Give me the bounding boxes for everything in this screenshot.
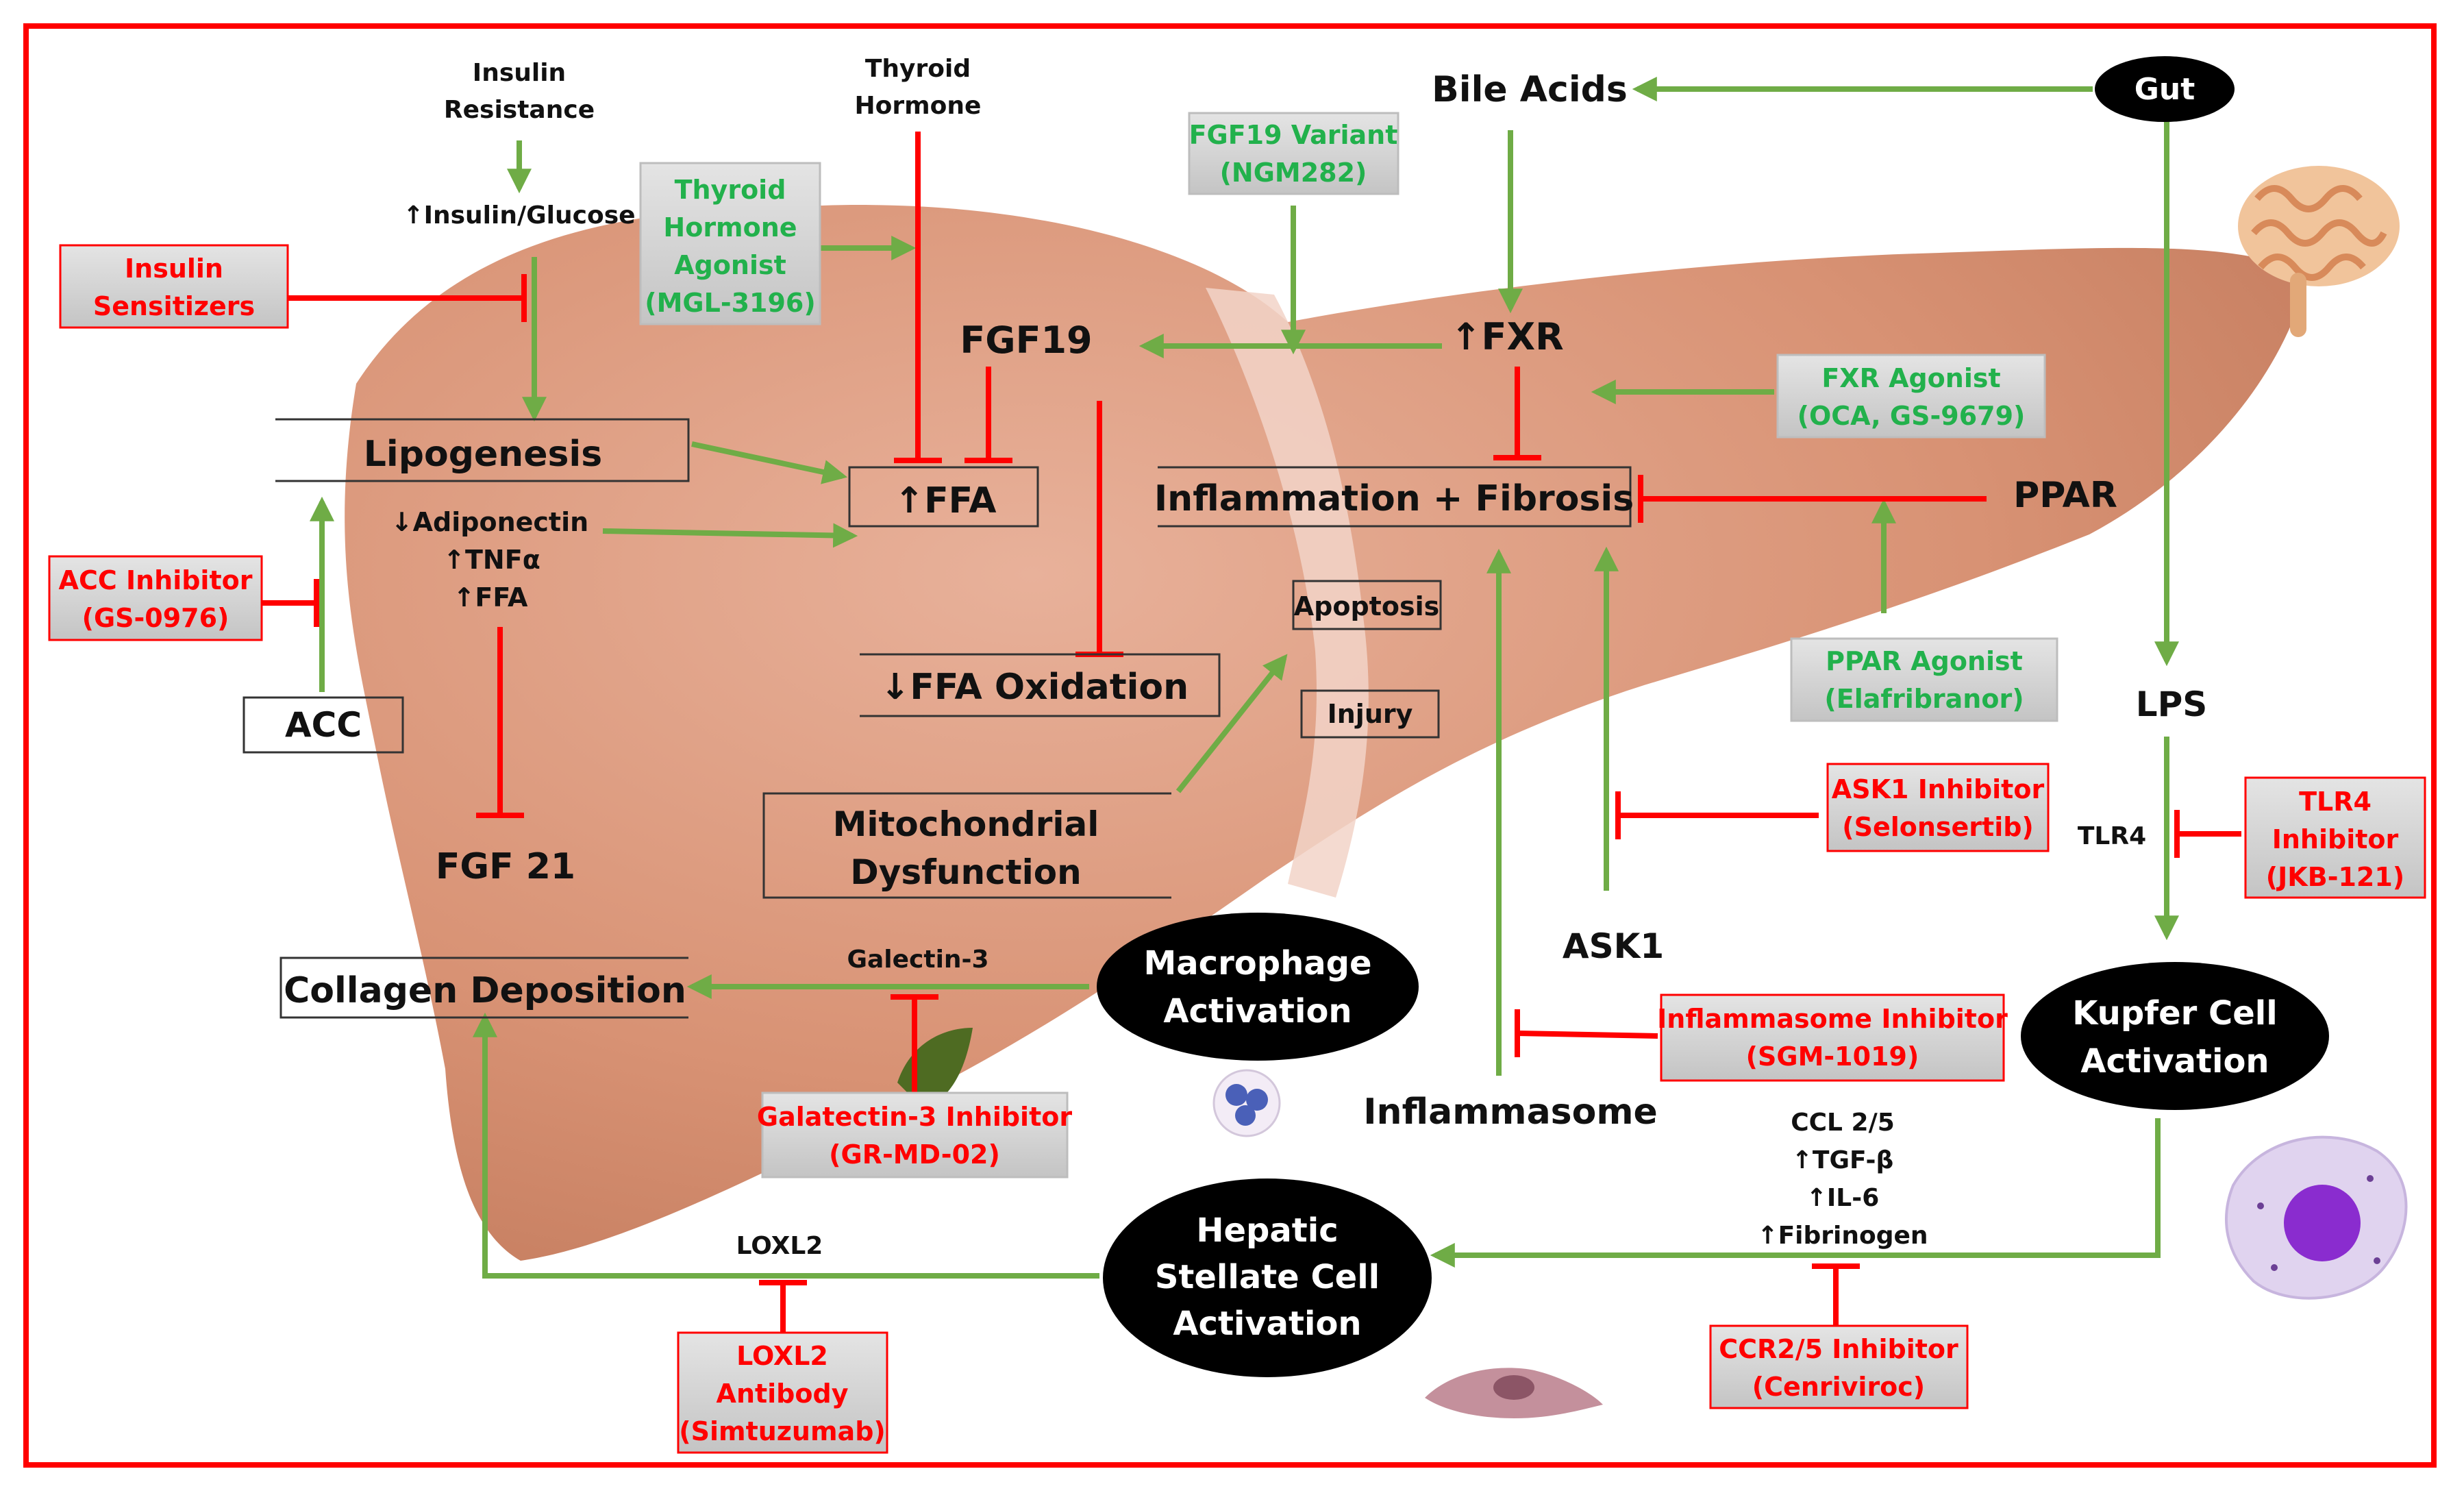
ellipse-nodes: [1097, 56, 2329, 1377]
ask1-label: ASK1: [1563, 926, 1664, 966]
fgf19-label: FGF19: [960, 319, 1092, 362]
fxr-agonist-label: FXR Agonist(OCA, GS-9679): [1797, 363, 2026, 431]
ppar-agonist-box: [1790, 637, 2058, 722]
fgf19-variant-box: [1188, 112, 1399, 195]
neutrophil-icon: [1212, 1069, 1281, 1137]
fxr-agonist-box: [1776, 354, 2046, 439]
loxl2-label: LOXL2: [736, 1232, 823, 1260]
hsc-node: [1103, 1179, 1432, 1377]
galectin3-label: Galectin-3: [847, 946, 988, 974]
ppar-label: PPAR: [2013, 475, 2117, 516]
liver-ligament: [1206, 288, 1369, 898]
gut-label: Gut: [2135, 72, 2195, 107]
ask1-inhibitor-label: ASK1 Inhibitor(Selonsertib): [1832, 774, 2045, 842]
fgf21-label: FGF 21: [436, 846, 575, 887]
thyroid-agonist-box: [639, 162, 821, 325]
inhibit-inflammasome-inhibitor: [1517, 1031, 1658, 1039]
arrow-gut-lps: [2154, 117, 2179, 667]
acc-inhibitor-label: ACC Inhibitor(GS-0976): [59, 565, 253, 633]
bile-acids-label: Bile Acids: [1432, 69, 1628, 110]
galectin-inhibitor-label: Galatectin-3 Inhibitor(GR-MD-02): [757, 1102, 1072, 1170]
diagram-frame: [23, 23, 2437, 1468]
inhibition-lines: [262, 132, 2241, 1333]
fxr-label: ↑FXR: [1450, 315, 1563, 358]
galectin-inhibitor-box: [761, 1091, 1069, 1179]
macrophage-node: [1097, 913, 1419, 1061]
intestine-icon: [2238, 166, 2400, 337]
ccr-inhibitor-label: CCR2/5 Inhibitor(Cenriviroc): [1719, 1334, 1958, 1402]
ffa-oxidation-label: ↓FFA Oxidation: [880, 667, 1189, 708]
kupfer-node: [2021, 962, 2329, 1110]
adipo-label: ↓Adiponectin↑TNFα↑FFA: [391, 507, 588, 613]
acc-inhibitor-box: [48, 555, 263, 641]
ask1-inhibitor-box: [1826, 763, 2050, 852]
apoptosis-label: Apoptosis: [1294, 591, 1439, 621]
arrow-lipogenesis-ffa: [691, 441, 848, 484]
inflammasome-inhibitor-box: [1660, 994, 2005, 1082]
acc-label: ACC: [285, 705, 362, 745]
node-boxes: [242, 418, 1632, 1019]
ffa-label: ↑FFA: [895, 480, 997, 521]
stellate-cell-icon: [1425, 1368, 1603, 1418]
insulin-glucose-label: ↑Insulin/Glucose: [403, 201, 635, 230]
tlr4-label: TLR4: [2078, 822, 2146, 850]
loxl2-antibody-box: [677, 1331, 888, 1454]
cytokines-label: CCL 2/5↑TGF-β↑IL-6↑Fibrinogen: [1757, 1109, 1928, 1250]
drug-boxes: [48, 112, 2426, 1454]
arrow-hsc-collagen: [473, 1012, 1099, 1279]
inflammation-fibrosis-label: Inflammation + Fibrosis: [1154, 478, 1634, 519]
lps-label: LPS: [2136, 684, 2208, 724]
fgf19-variant-label: FGF19 Variant(NGM282): [1189, 120, 1398, 188]
tlr4-inhibitor-box: [2244, 776, 2426, 899]
arrow-mito-apoptosis: [1175, 654, 1288, 793]
arrow-kupfer-hsc: [1430, 1118, 2161, 1268]
injury-label: Injury: [1328, 699, 1413, 729]
lipogenesis-label: Lipogenesis: [364, 434, 602, 475]
gut-node: [2095, 56, 2235, 122]
ccr-inhibitor-box: [1709, 1324, 1969, 1409]
insulin-sensitizers-box: [59, 244, 289, 329]
arrow-adipo-ffa: [602, 523, 858, 548]
inflammasome-inhibitor-label: Inflammasome Inhibitor(SGM-1019): [1657, 1004, 2008, 1072]
inflammasome-label: Inflammasome: [1363, 1091, 1658, 1133]
collagen-label: Collagen Deposition: [284, 970, 686, 1011]
ppar-agonist-label: PPAR Agonist(Elafribranor): [1824, 646, 2024, 714]
kupffer-cell-icon: [2225, 1135, 2408, 1300]
